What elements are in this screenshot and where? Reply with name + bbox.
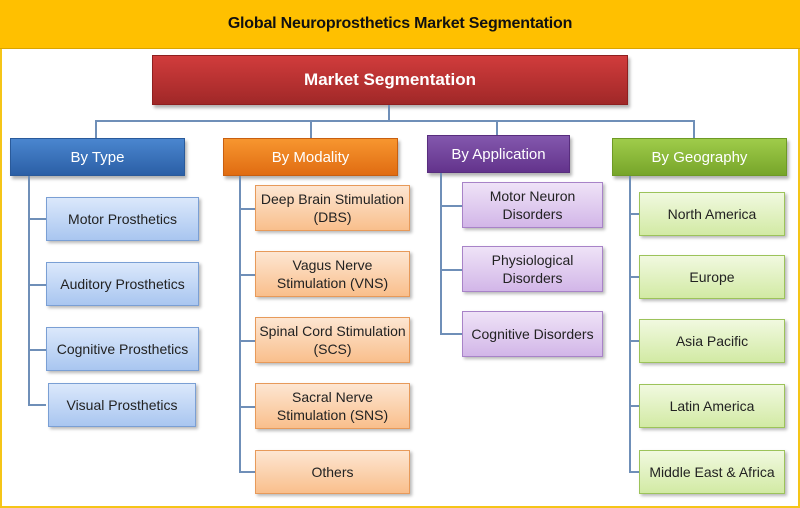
category-by-type: By Type bbox=[10, 138, 185, 176]
connector bbox=[440, 333, 462, 335]
connector bbox=[629, 213, 639, 215]
connector bbox=[28, 404, 46, 406]
segment-item: Physiological Disorders bbox=[462, 246, 603, 292]
segment-item: Visual Prosthetics bbox=[48, 383, 196, 427]
segment-item: Motor Neuron Disorders bbox=[462, 182, 603, 228]
segment-item: Cognitive Prosthetics bbox=[46, 327, 199, 371]
connector bbox=[239, 274, 255, 276]
connector bbox=[239, 471, 255, 473]
connector bbox=[239, 176, 241, 473]
segment-item: Europe bbox=[639, 255, 785, 299]
connector bbox=[629, 405, 639, 407]
connector bbox=[388, 105, 390, 121]
connector bbox=[440, 173, 442, 335]
category-by-modality: By Modality bbox=[223, 138, 398, 176]
connector bbox=[629, 176, 631, 473]
connector bbox=[95, 120, 97, 138]
segment-item: Auditory Prosthetics bbox=[46, 262, 199, 306]
category-by-geography: By Geography bbox=[612, 138, 787, 176]
segment-item: Motor Prosthetics bbox=[46, 197, 199, 241]
segment-item: Deep Brain Stimulation (DBS) bbox=[255, 185, 410, 231]
connector bbox=[629, 340, 639, 342]
connector bbox=[95, 120, 695, 122]
header-banner: Global Neuroprosthetics Market Segmentat… bbox=[0, 0, 800, 49]
connector bbox=[496, 120, 498, 136]
connector bbox=[28, 218, 46, 220]
connector bbox=[629, 471, 639, 473]
connector bbox=[440, 269, 462, 271]
segment-item: Latin America bbox=[639, 384, 785, 428]
connector bbox=[239, 340, 255, 342]
connector bbox=[693, 120, 695, 138]
connector bbox=[28, 284, 46, 286]
segment-item: Vagus Nerve Stimulation (VNS) bbox=[255, 251, 410, 297]
segment-item: North America bbox=[639, 192, 785, 236]
segment-item: Cognitive Disorders bbox=[462, 311, 603, 357]
connector bbox=[28, 349, 46, 351]
connector bbox=[629, 276, 639, 278]
connector bbox=[239, 406, 255, 408]
segment-item: Sacral Nerve Stimulation (SNS) bbox=[255, 383, 410, 429]
connector bbox=[440, 205, 462, 207]
connector bbox=[239, 208, 255, 210]
segment-item: Others bbox=[255, 450, 410, 494]
root-node: Market Segmentation bbox=[152, 55, 628, 105]
connector bbox=[28, 176, 30, 406]
connector bbox=[310, 120, 312, 138]
category-by-application: By Application bbox=[427, 135, 570, 173]
segment-item: Asia Pacific bbox=[639, 319, 785, 363]
page-title: Global Neuroprosthetics Market Segmentat… bbox=[227, 15, 573, 32]
segment-item: Spinal Cord Stimulation (SCS) bbox=[255, 317, 410, 363]
segment-item: Middle East & Africa bbox=[639, 450, 785, 494]
